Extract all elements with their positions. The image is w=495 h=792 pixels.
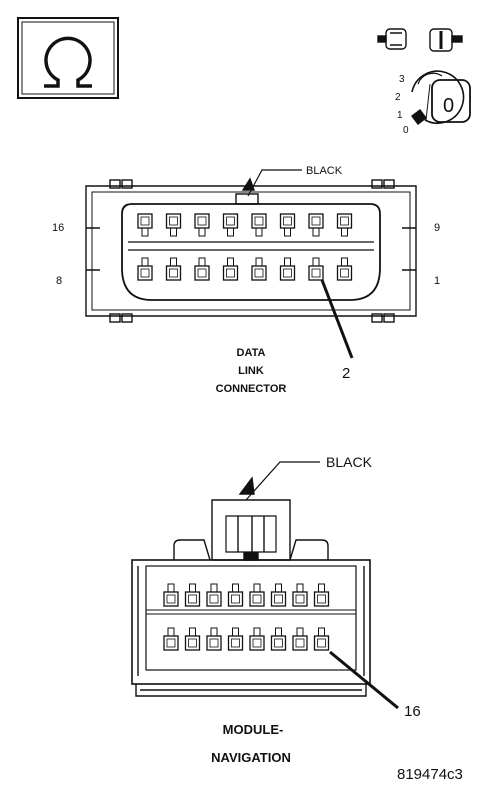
ignition-position-2: 2 bbox=[395, 92, 401, 103]
dlc-pin-cavity bbox=[336, 213, 353, 237]
dlc-title-line-2: LINK bbox=[238, 365, 264, 377]
nav-pin-cavity bbox=[227, 627, 244, 651]
dlc-pin-cavity bbox=[137, 257, 153, 281]
dlc-pin-16-label: 16 bbox=[52, 222, 64, 234]
nav-wire-color-label: BLACK bbox=[326, 454, 373, 470]
fuse-removed-icon bbox=[377, 28, 463, 52]
dlc-pin-cavity bbox=[222, 213, 239, 237]
nav-pin-cavity bbox=[163, 583, 179, 607]
nav-pin-cavity bbox=[206, 627, 222, 651]
dlc-pin-cavity bbox=[251, 213, 267, 237]
nav-pin-cavity bbox=[163, 627, 179, 651]
nav-title-line-2: NAVIGATION bbox=[211, 750, 291, 765]
dlc-wire-color-label: BLACK bbox=[306, 165, 343, 177]
nav-pin-cavity bbox=[184, 583, 201, 607]
nav-pin-cavity bbox=[249, 583, 265, 607]
ohm-symbol-icon bbox=[17, 17, 119, 99]
navigation-module-connector bbox=[131, 499, 371, 697]
nav-pin-cavity bbox=[184, 627, 201, 651]
dlc-pin-cavity bbox=[308, 257, 324, 281]
nav-callout-pin-label: 16 bbox=[404, 703, 421, 720]
dlc-pin-cavity bbox=[308, 213, 324, 237]
nav-title-line-1: MODULE- bbox=[223, 722, 284, 737]
nav-pin-cavity bbox=[249, 627, 265, 651]
nav-pin-cavity bbox=[206, 583, 222, 607]
dlc-title-line-1: DATA bbox=[237, 347, 266, 359]
dlc-pin-cavity bbox=[222, 257, 239, 281]
nav-title: MODULE- NAVIGATION bbox=[211, 722, 291, 765]
dlc-pin-1-label: 1 bbox=[434, 275, 440, 287]
ignition-position-labels: 3 2 1 0 0 bbox=[395, 74, 454, 136]
data-link-connector bbox=[85, 179, 417, 323]
dlc-pin-cavity bbox=[279, 257, 296, 281]
nav-pin-cavity bbox=[270, 627, 287, 651]
ignition-position-1: 1 bbox=[397, 110, 403, 121]
nav-pin-cavity bbox=[313, 583, 330, 607]
dlc-pin-8-label: 8 bbox=[56, 275, 62, 287]
figure-id: 819474c3 bbox=[397, 766, 463, 783]
ignition-key-icon bbox=[411, 70, 471, 125]
nav-pin-cavity bbox=[313, 627, 330, 651]
dlc-pin-cavity bbox=[336, 257, 353, 281]
nav-pin-cavity bbox=[292, 627, 308, 651]
dlc-title: DATA LINK CONNECTOR bbox=[216, 347, 287, 395]
dlc-pin-cavity bbox=[165, 213, 182, 237]
dlc-pin-cavity bbox=[194, 213, 210, 237]
ignition-position-0: 0 bbox=[403, 125, 409, 136]
dlc-title-line-3: CONNECTOR bbox=[216, 383, 287, 395]
dlc-callout-pin-label: 2 bbox=[342, 365, 350, 382]
dlc-pin-9-label: 9 bbox=[434, 222, 440, 234]
dlc-pin-cavity bbox=[194, 257, 210, 281]
ignition-key-label: 0 bbox=[443, 95, 454, 117]
ignition-position-3: 3 bbox=[399, 74, 405, 85]
dlc-pin-cavity bbox=[279, 213, 296, 237]
nav-pin-cavity bbox=[227, 583, 244, 607]
dlc-pin-cavity bbox=[137, 213, 153, 237]
dlc-pin-cavity bbox=[251, 257, 267, 281]
nav-pin-cavity bbox=[292, 583, 308, 607]
nav-pin-cavity bbox=[270, 583, 287, 607]
dlc-pin-cavity bbox=[165, 257, 182, 281]
